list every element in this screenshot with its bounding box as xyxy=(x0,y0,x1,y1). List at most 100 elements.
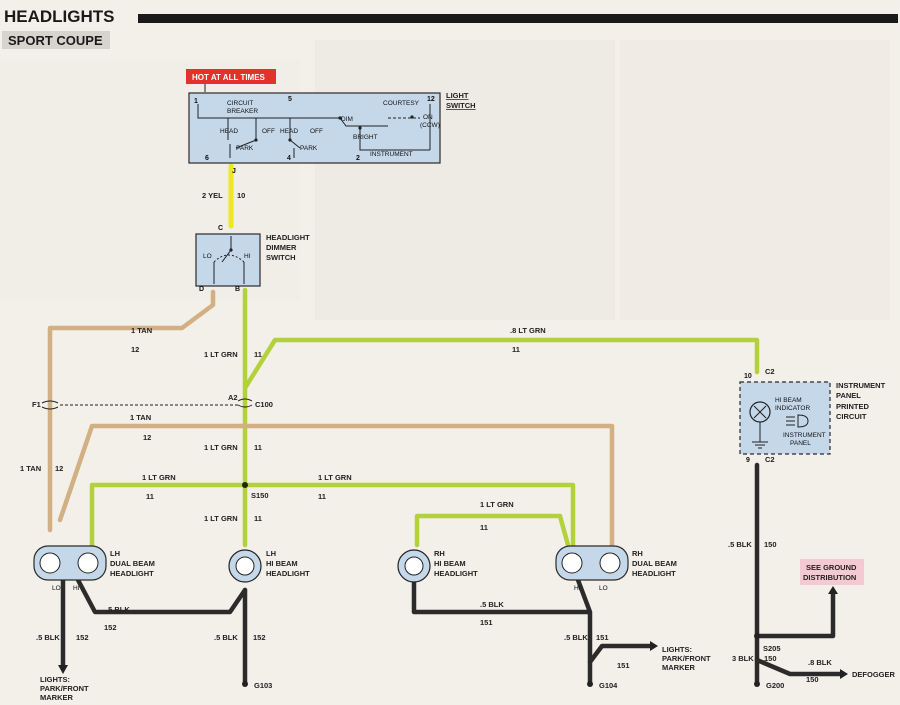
lights-left-label-1: LIGHTS: xyxy=(40,675,70,684)
ls-courtesy-label: COURTESY xyxy=(383,100,420,107)
lh-dual-lamp-hi-icon xyxy=(77,552,99,574)
ls-pin-2: 2 xyxy=(356,155,360,162)
connector-c100-label: C100 xyxy=(255,400,273,409)
wire-blk-ip-circuit: 150 xyxy=(764,540,777,549)
connector-c2-top-label: C2 xyxy=(765,367,775,376)
lh-hi-beam-headlight xyxy=(228,549,262,583)
ls-pin-6: 6 xyxy=(205,155,209,162)
wire-blk-see-ground xyxy=(754,591,836,639)
hot-at-all-times-label: HOT AT ALL TIMES xyxy=(192,73,266,82)
connector-a2-label: A2 xyxy=(228,393,238,402)
dimmer-label-1: HEADLIGHT xyxy=(266,233,310,242)
wire-blk-lhhi-label: .5 BLK xyxy=(106,605,130,614)
rh-dual-label-3: HEADLIGHT xyxy=(632,569,676,578)
wire-ltgrn-1-circuit: 11 xyxy=(254,350,262,359)
wire-blk-rh2-circuit: 151 xyxy=(596,633,609,642)
wire-ltgrn-1-label: 1 LT GRN xyxy=(204,350,238,359)
dimmer-pin-c: C xyxy=(218,225,223,232)
wire-ltgrn-5-label: 1 LT GRN xyxy=(480,500,514,509)
wire-ltgrn-top-circuit: 11 xyxy=(512,345,520,354)
wire-tan-cross xyxy=(57,423,243,523)
background-ghost-area xyxy=(0,40,890,320)
wire-tan-3-circuit: 12 xyxy=(55,464,63,473)
wire-ltgrn-6-label: 1 LT GRN xyxy=(204,514,238,523)
ls-head-1-label: HEAD xyxy=(220,128,238,135)
wire-blk-rh-marker xyxy=(587,643,653,665)
lights-right-label-1: LIGHTS: xyxy=(662,645,692,654)
ground-g200-label: G200 xyxy=(766,681,784,690)
light-switch-label-2: SWITCH xyxy=(446,101,476,110)
ls-off-1-label: OFF xyxy=(262,128,275,135)
connector-c2-bottom-label: C2 xyxy=(765,455,775,464)
splice-s205-label: S205 xyxy=(763,644,781,653)
wire-ltgrn-4-label: 1 LT GRN xyxy=(318,473,352,482)
wire-ltgrn-lh-dual xyxy=(89,482,248,548)
wire-blk-lh2-circuit: 152 xyxy=(253,633,266,642)
wire-blk-lh-circuit: 152 xyxy=(76,633,89,642)
light-switch: 1 CIRCUIT BREAKER 5 COURTESY 12 ON (CCW)… xyxy=(188,92,441,164)
ip-inner-label-1: INSTRUMENT xyxy=(783,432,826,439)
dimmer-pin-d: D xyxy=(199,286,204,293)
title-rule xyxy=(138,14,898,23)
ls-instrument-label: INSTRUMENT xyxy=(370,151,413,158)
wire-ltgrn-4-circuit: 11 xyxy=(318,492,326,501)
lh-hi-label-3: HEADLIGHT xyxy=(266,569,310,578)
ground-g103-label: G103 xyxy=(254,681,272,690)
splice-s150-label: S150 xyxy=(251,491,269,500)
ls-off-2-label: OFF xyxy=(310,128,323,135)
see-ground-label-2: DISTRIBUTION xyxy=(803,573,856,582)
dimmer-lo-label: LO xyxy=(203,253,212,260)
ls-dim-label: DIM xyxy=(341,116,353,123)
page-subtitle: SPORT COUPE xyxy=(8,33,103,48)
connector-f1: F1 xyxy=(32,400,240,410)
wire-blk-lh-label: .5 BLK xyxy=(36,633,60,642)
wire-blk-rh-label: .5 BLK xyxy=(480,600,504,609)
wire-tan-1-label: 1 TAN xyxy=(131,326,152,335)
lh-hi-label-1: LH xyxy=(266,549,276,558)
wire-ltgrn-5-circuit: 11 xyxy=(480,523,488,532)
rh-hi-beam-headlight xyxy=(397,549,431,583)
ls-pin-4: 4 xyxy=(287,155,291,162)
wire-blk-3-label: 3 BLK xyxy=(732,654,754,663)
lh-dual-lo-pin: LO xyxy=(52,585,61,592)
c2-pin-10: 10 xyxy=(744,373,752,380)
wire-blk-rh-hibeam xyxy=(411,580,591,615)
lights-left-label-3: MARKER xyxy=(40,693,73,702)
lights-left-arrow-icon xyxy=(58,665,68,674)
ls-head-2-label: HEAD xyxy=(280,128,298,135)
high-beam-symbol-icon xyxy=(786,414,809,428)
ls-on-label: ON xyxy=(423,114,433,121)
ls-park-1-label: PARK xyxy=(236,145,254,152)
wire-blk-lhhi-circuit: 152 xyxy=(104,623,117,632)
splice-s205: S205 xyxy=(754,633,781,653)
wire-tan-rh xyxy=(237,423,615,548)
see-ground-label-1: SEE GROUND xyxy=(806,563,857,572)
dimmer-hi-label: HI xyxy=(244,253,251,260)
wire-tan-lh xyxy=(47,289,216,533)
ls-pin-j: J xyxy=(232,168,236,175)
ip-inner-label-2: PANEL xyxy=(790,440,811,447)
dimmer-label-3: SWITCH xyxy=(266,253,296,262)
wire-blk-rh-dual xyxy=(575,577,593,686)
wire-ltgrn-rh-dual xyxy=(242,482,576,548)
rh-dual-lo-pin: LO xyxy=(599,585,608,592)
dimmer-label-2: DIMMER xyxy=(266,243,297,252)
hot-at-all-times-badge xyxy=(186,69,276,84)
wire-ltgrn-rh-hi xyxy=(414,513,571,548)
lights-right-arrow-icon xyxy=(650,641,658,651)
lh-hi-label-2: HI BEAM xyxy=(266,559,298,568)
ground-g104-label: G104 xyxy=(599,681,618,690)
instrument-panel-printed-circuit: 10 C2 HI BEAM INDICATOR INSTRUMENT PANEL… xyxy=(739,367,831,464)
wire-blk-def-circuit: 150 xyxy=(806,675,819,684)
lh-dual-hi-pin: HI xyxy=(73,585,80,592)
ground-g200: G200 xyxy=(754,681,784,690)
ground-g104: G104 xyxy=(587,681,618,690)
connector-f1-label: F1 xyxy=(32,400,41,409)
lh-dual-label-3: HEADLIGHT xyxy=(110,569,154,578)
wire-yel-label: 2 YEL xyxy=(202,191,223,200)
lh-hi-lamp-icon xyxy=(235,556,255,576)
ls-bright-label: BRIGHT xyxy=(353,134,378,141)
rh-hi-label-3: HEADLIGHT xyxy=(434,569,478,578)
wire-tan-1-circuit: 12 xyxy=(131,345,139,354)
